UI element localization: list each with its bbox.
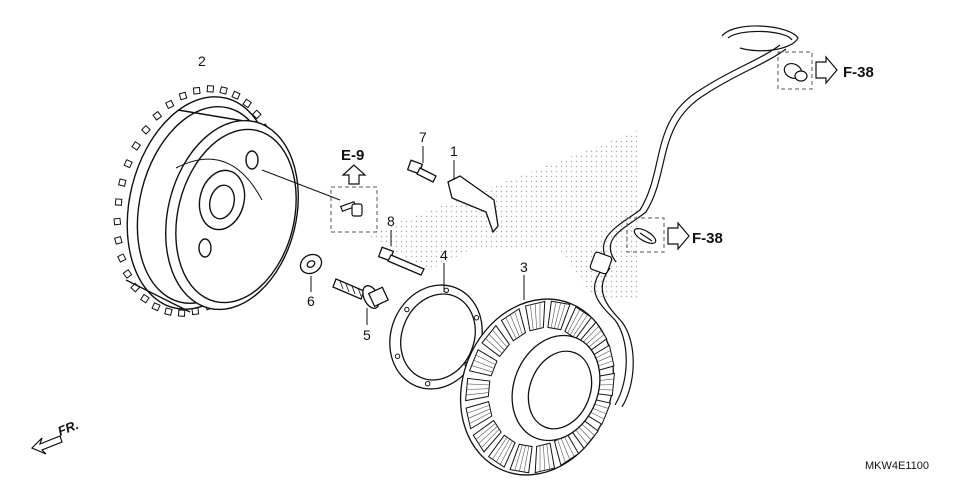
callout-bracket: 1 bbox=[450, 143, 458, 159]
gear-tooth bbox=[151, 302, 161, 312]
gear-tooth bbox=[231, 90, 241, 100]
gear-tooth bbox=[219, 86, 228, 95]
front-direction-arrow: FR. bbox=[30, 417, 81, 455]
stator-pole bbox=[472, 419, 502, 453]
gear-tooth bbox=[114, 236, 123, 245]
gear-tooth bbox=[140, 124, 151, 135]
gasket-hole bbox=[473, 315, 480, 321]
gasket-hole bbox=[404, 306, 410, 313]
gear-tooth bbox=[114, 198, 123, 206]
clip-icon bbox=[633, 228, 657, 244]
gasket-hole bbox=[394, 353, 401, 359]
f38-mid-reference: F-38 bbox=[626, 217, 723, 253]
gear-tooth bbox=[178, 91, 188, 101]
bolt-top bbox=[406, 159, 437, 183]
flange-bolt bbox=[332, 278, 390, 309]
stator bbox=[459, 298, 615, 476]
callout-flywheel: 2 bbox=[198, 53, 206, 69]
gear-tooth bbox=[140, 293, 150, 304]
gear-tooth bbox=[251, 109, 262, 120]
e9-reference-label: E-9 bbox=[341, 147, 364, 164]
gear-tooth bbox=[165, 99, 175, 110]
callout-bolt-mid: 8 bbox=[387, 213, 395, 229]
f38-top-label: F-38 bbox=[843, 64, 874, 81]
drawing-code: MKW4E1100 bbox=[865, 460, 929, 472]
e9-reference: E-9 bbox=[330, 147, 378, 233]
gear-tooth bbox=[122, 269, 133, 279]
f38-mid-label: F-38 bbox=[692, 230, 723, 247]
gear-tooth bbox=[118, 178, 127, 187]
stator-coil-poles bbox=[465, 300, 615, 474]
clip-icon bbox=[783, 63, 808, 82]
gear-tooth bbox=[206, 85, 215, 93]
shading-area bbox=[365, 130, 640, 300]
gear-tooth bbox=[152, 110, 163, 121]
bolt-mid bbox=[377, 246, 425, 276]
stator-pole bbox=[500, 307, 527, 342]
gear-tooth bbox=[131, 141, 141, 151]
stator-pole bbox=[509, 443, 533, 474]
callout-stator: 3 bbox=[520, 259, 528, 275]
e9-bolt bbox=[339, 200, 363, 217]
gasket-hole bbox=[443, 287, 450, 293]
gear-tooth bbox=[192, 86, 201, 95]
gear-tooth bbox=[177, 309, 186, 317]
gasket-hole bbox=[424, 381, 431, 387]
gear-tooth bbox=[164, 307, 173, 316]
callout-flange-bolt: 5 bbox=[363, 327, 371, 343]
f38-top-reference: F-38 bbox=[777, 51, 874, 90]
flywheel bbox=[113, 85, 299, 317]
gasket bbox=[389, 284, 483, 390]
stator-pole bbox=[487, 434, 516, 468]
gear-tooth bbox=[242, 98, 252, 109]
bracket bbox=[447, 175, 499, 234]
gear-tooth bbox=[113, 217, 122, 226]
washer bbox=[299, 253, 323, 275]
callout-gasket: 4 bbox=[440, 247, 448, 263]
gear-tooth bbox=[123, 159, 133, 169]
wire-harness bbox=[589, 25, 799, 408]
stator-pole bbox=[547, 300, 571, 331]
gear-tooth bbox=[117, 253, 127, 263]
callout-bolt-top: 7 bbox=[419, 129, 427, 145]
front-direction-label: FR. bbox=[56, 417, 81, 439]
stator-pole bbox=[468, 348, 498, 377]
callout-washer: 6 bbox=[307, 293, 315, 309]
